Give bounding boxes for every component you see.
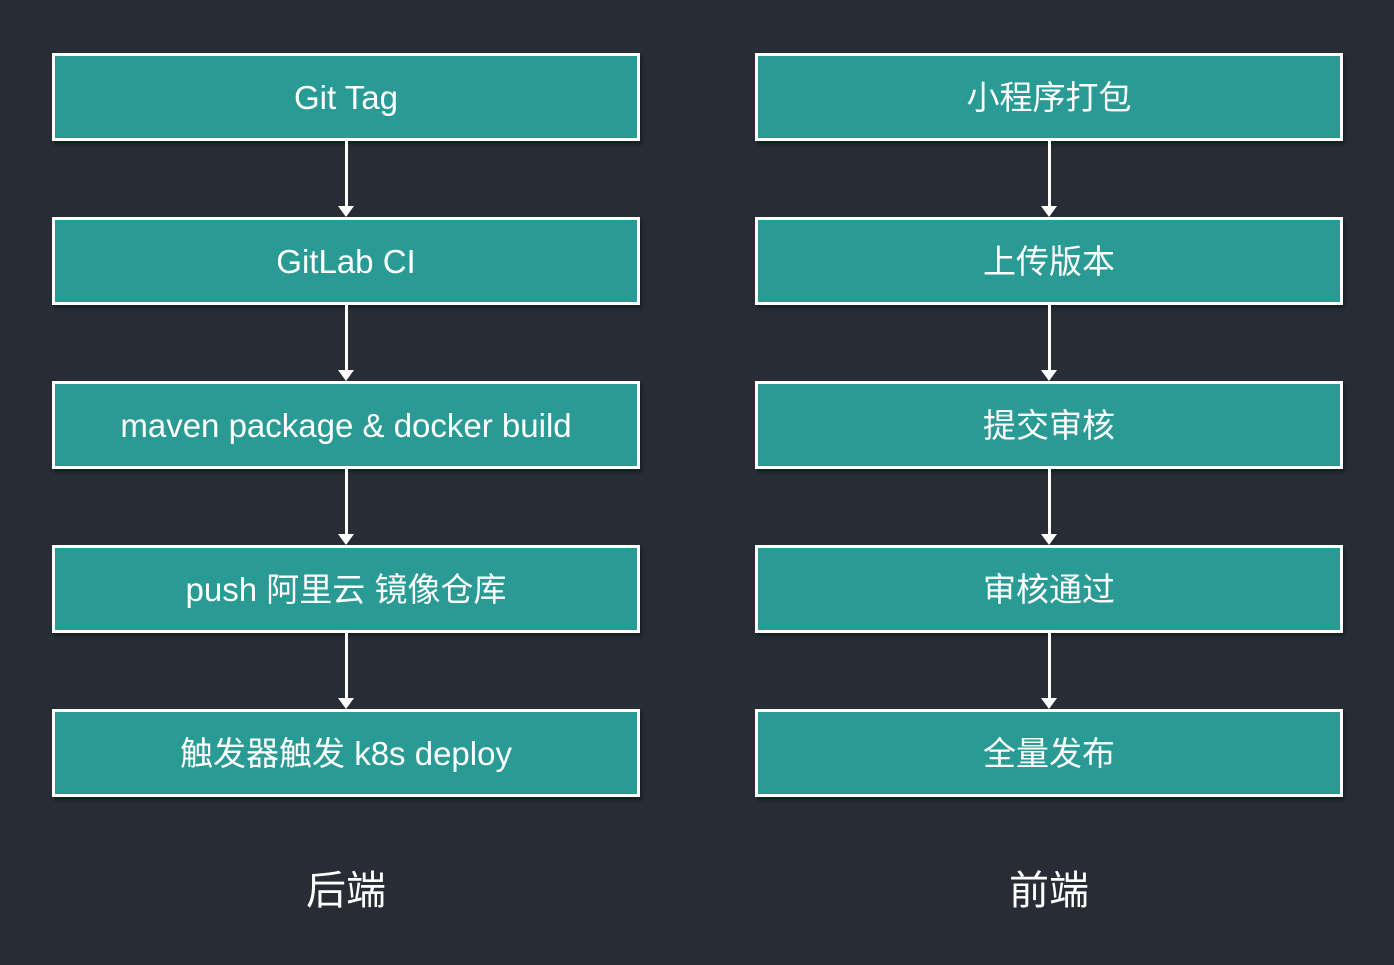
frontend-flow-column: 小程序打包 上传版本 提交审核 审核通过 全量发布 前端 <box>755 53 1343 911</box>
down-arrow-icon <box>52 305 640 381</box>
down-arrow-icon <box>755 141 1343 217</box>
arrow-head <box>338 698 354 709</box>
step-box-push-registry: push 阿里云 镜像仓库 <box>52 545 640 633</box>
arrow-shaft <box>344 305 348 370</box>
step-box-git-tag: Git Tag <box>52 53 640 141</box>
arrow-head <box>1041 698 1057 709</box>
backend-flow-column: Git Tag GitLab CI maven package & docker… <box>52 53 640 911</box>
arrow-shaft <box>344 469 348 534</box>
step-box-maven-docker-build: maven package & docker build <box>52 381 640 469</box>
step-box-gitlab-ci: GitLab CI <box>52 217 640 305</box>
arrow-shaft <box>344 141 348 206</box>
arrow-head <box>338 370 354 381</box>
step-box-upload-version: 上传版本 <box>755 217 1343 305</box>
arrow-head <box>1041 534 1057 545</box>
arrow-head <box>1041 206 1057 217</box>
down-arrow-icon <box>755 305 1343 381</box>
down-arrow-icon <box>755 633 1343 709</box>
arrow-shaft <box>344 633 348 698</box>
step-box-k8s-deploy: 触发器触发 k8s deploy <box>52 709 640 797</box>
arrow-head <box>338 206 354 217</box>
backend-column-label: 后端 <box>306 869 386 913</box>
arrow-shaft <box>1047 141 1051 206</box>
step-box-submit-review: 提交审核 <box>755 381 1343 469</box>
step-box-review-passed: 审核通过 <box>755 545 1343 633</box>
arrow-shaft <box>1047 305 1051 370</box>
down-arrow-icon <box>52 141 640 217</box>
arrow-head <box>1041 370 1057 381</box>
arrow-head <box>338 534 354 545</box>
step-box-miniprogram-package: 小程序打包 <box>755 53 1343 141</box>
step-box-full-release: 全量发布 <box>755 709 1343 797</box>
down-arrow-icon <box>755 469 1343 545</box>
arrow-shaft <box>1047 633 1051 698</box>
down-arrow-icon <box>52 633 640 709</box>
down-arrow-icon <box>52 469 640 545</box>
arrow-shaft <box>1047 469 1051 534</box>
frontend-column-label: 前端 <box>1009 869 1089 913</box>
